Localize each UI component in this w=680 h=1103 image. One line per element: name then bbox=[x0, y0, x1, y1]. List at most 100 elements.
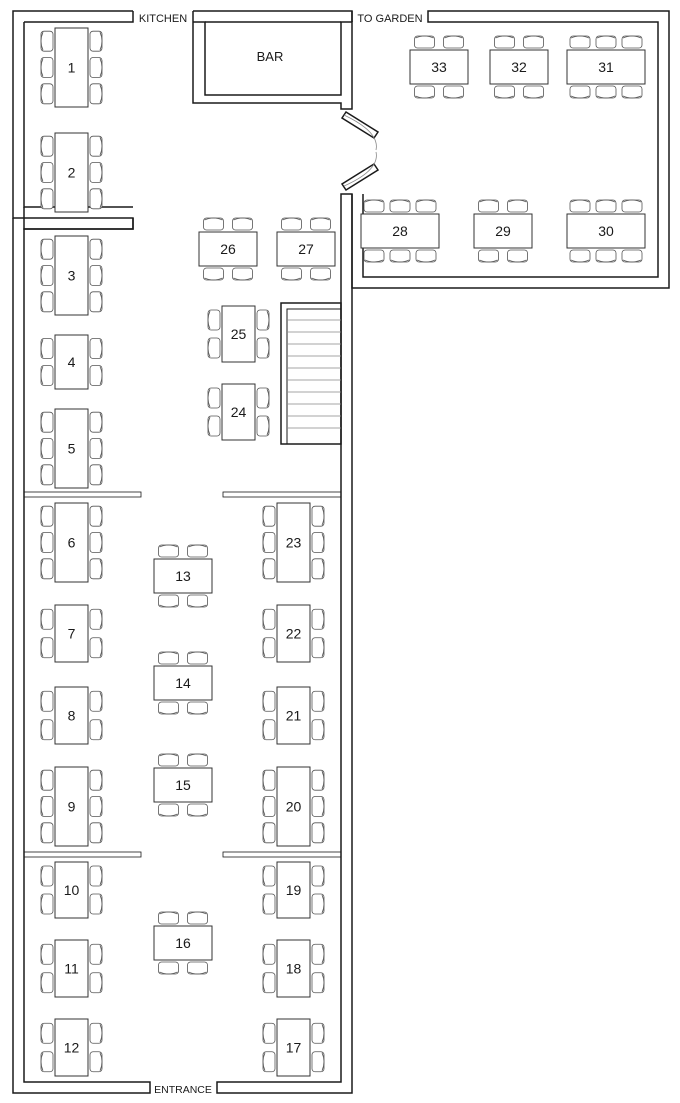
table-top bbox=[566, 49, 646, 85]
chair bbox=[40, 338, 54, 359]
bar-outline bbox=[192, 11, 353, 110]
door-left-leaf bbox=[340, 110, 380, 140]
chair bbox=[89, 505, 103, 527]
chair bbox=[40, 188, 54, 210]
chair bbox=[262, 608, 276, 630]
table-top bbox=[54, 604, 89, 663]
table-9[interactable]: 9 bbox=[40, 766, 103, 847]
chair bbox=[232, 217, 253, 231]
table-top bbox=[221, 383, 256, 441]
table-33[interactable]: 33 bbox=[409, 35, 469, 99]
table-12[interactable]: 12 bbox=[40, 1018, 103, 1077]
table-number: 23 bbox=[286, 535, 302, 551]
stairs-inner bbox=[286, 308, 342, 445]
table-15[interactable]: 15 bbox=[153, 753, 213, 817]
chair bbox=[40, 893, 54, 915]
chair bbox=[595, 249, 617, 263]
table-number: 15 bbox=[175, 777, 191, 793]
table-top bbox=[276, 939, 311, 998]
chair bbox=[89, 796, 103, 817]
table-top bbox=[54, 502, 89, 583]
chair bbox=[89, 769, 103, 791]
table-21[interactable]: 21 bbox=[262, 686, 325, 745]
table-7[interactable]: 7 bbox=[40, 604, 103, 663]
table-30[interactable]: 30 bbox=[566, 199, 646, 263]
chair bbox=[158, 961, 179, 975]
partition-lower-left bbox=[23, 851, 142, 858]
table-number: 31 bbox=[598, 59, 614, 75]
chair bbox=[89, 265, 103, 286]
table-number: 8 bbox=[68, 708, 76, 724]
table-22[interactable]: 22 bbox=[262, 604, 325, 663]
table-26[interactable]: 26 bbox=[198, 217, 258, 281]
table-28[interactable]: 28 bbox=[360, 199, 440, 263]
stair-treads bbox=[287, 319, 341, 429]
chair bbox=[40, 532, 54, 553]
chair bbox=[89, 188, 103, 210]
table-8[interactable]: 8 bbox=[40, 686, 103, 745]
chair bbox=[262, 865, 276, 887]
chair bbox=[569, 85, 591, 99]
chair bbox=[311, 608, 325, 630]
table-2[interactable]: 2 bbox=[40, 132, 103, 213]
table-14[interactable]: 14 bbox=[153, 651, 213, 715]
table-11[interactable]: 11 bbox=[40, 939, 103, 998]
table-25[interactable]: 25 bbox=[207, 305, 270, 363]
table-number: 29 bbox=[495, 223, 511, 239]
table-4[interactable]: 4 bbox=[40, 334, 103, 390]
chair bbox=[311, 532, 325, 553]
table-23[interactable]: 23 bbox=[262, 502, 325, 583]
chair bbox=[187, 961, 208, 975]
chair bbox=[389, 249, 411, 263]
table-1[interactable]: 1 bbox=[40, 27, 103, 108]
chair bbox=[89, 162, 103, 183]
table-10[interactable]: 10 bbox=[40, 861, 103, 919]
chair bbox=[232, 267, 253, 281]
table-29[interactable]: 29 bbox=[473, 199, 533, 263]
chair bbox=[207, 309, 221, 331]
table-24[interactable]: 24 bbox=[207, 383, 270, 441]
table-number: 25 bbox=[231, 326, 247, 342]
chair bbox=[262, 822, 276, 844]
bar-label: BAR bbox=[257, 49, 284, 64]
table-31[interactable]: 31 bbox=[566, 35, 646, 99]
chair bbox=[40, 57, 54, 78]
table-6[interactable]: 6 bbox=[40, 502, 103, 583]
chair bbox=[262, 1051, 276, 1073]
table-18[interactable]: 18 bbox=[262, 939, 325, 998]
chair bbox=[207, 387, 221, 409]
table-13[interactable]: 13 bbox=[153, 544, 213, 608]
chair bbox=[89, 943, 103, 965]
table-17[interactable]: 17 bbox=[262, 1018, 325, 1077]
chair bbox=[40, 558, 54, 580]
table-number: 18 bbox=[286, 961, 302, 977]
chair bbox=[89, 719, 103, 741]
chair bbox=[40, 608, 54, 630]
chair bbox=[89, 365, 103, 386]
chair bbox=[311, 505, 325, 527]
chair bbox=[256, 337, 270, 359]
table-number: 30 bbox=[598, 223, 614, 239]
chair bbox=[89, 57, 103, 78]
chair bbox=[595, 199, 617, 213]
table-27[interactable]: 27 bbox=[276, 217, 336, 281]
chair bbox=[89, 608, 103, 630]
table-top bbox=[360, 213, 440, 249]
chair bbox=[363, 249, 385, 263]
chair bbox=[415, 199, 437, 213]
table-32[interactable]: 32 bbox=[489, 35, 549, 99]
table-16[interactable]: 16 bbox=[153, 911, 213, 975]
chair bbox=[89, 135, 103, 157]
stairs-outline bbox=[280, 302, 342, 445]
table-3[interactable]: 3 bbox=[40, 235, 103, 316]
table-19[interactable]: 19 bbox=[262, 861, 325, 919]
chair bbox=[187, 803, 208, 817]
chair bbox=[89, 637, 103, 659]
chair bbox=[40, 411, 54, 433]
table-20[interactable]: 20 bbox=[262, 766, 325, 847]
tables-layer: 1234567891011121314151617181920212223242… bbox=[40, 27, 646, 1077]
table-top bbox=[54, 408, 89, 489]
table-number: 17 bbox=[286, 1040, 302, 1056]
chair bbox=[89, 30, 103, 52]
table-5[interactable]: 5 bbox=[40, 408, 103, 489]
